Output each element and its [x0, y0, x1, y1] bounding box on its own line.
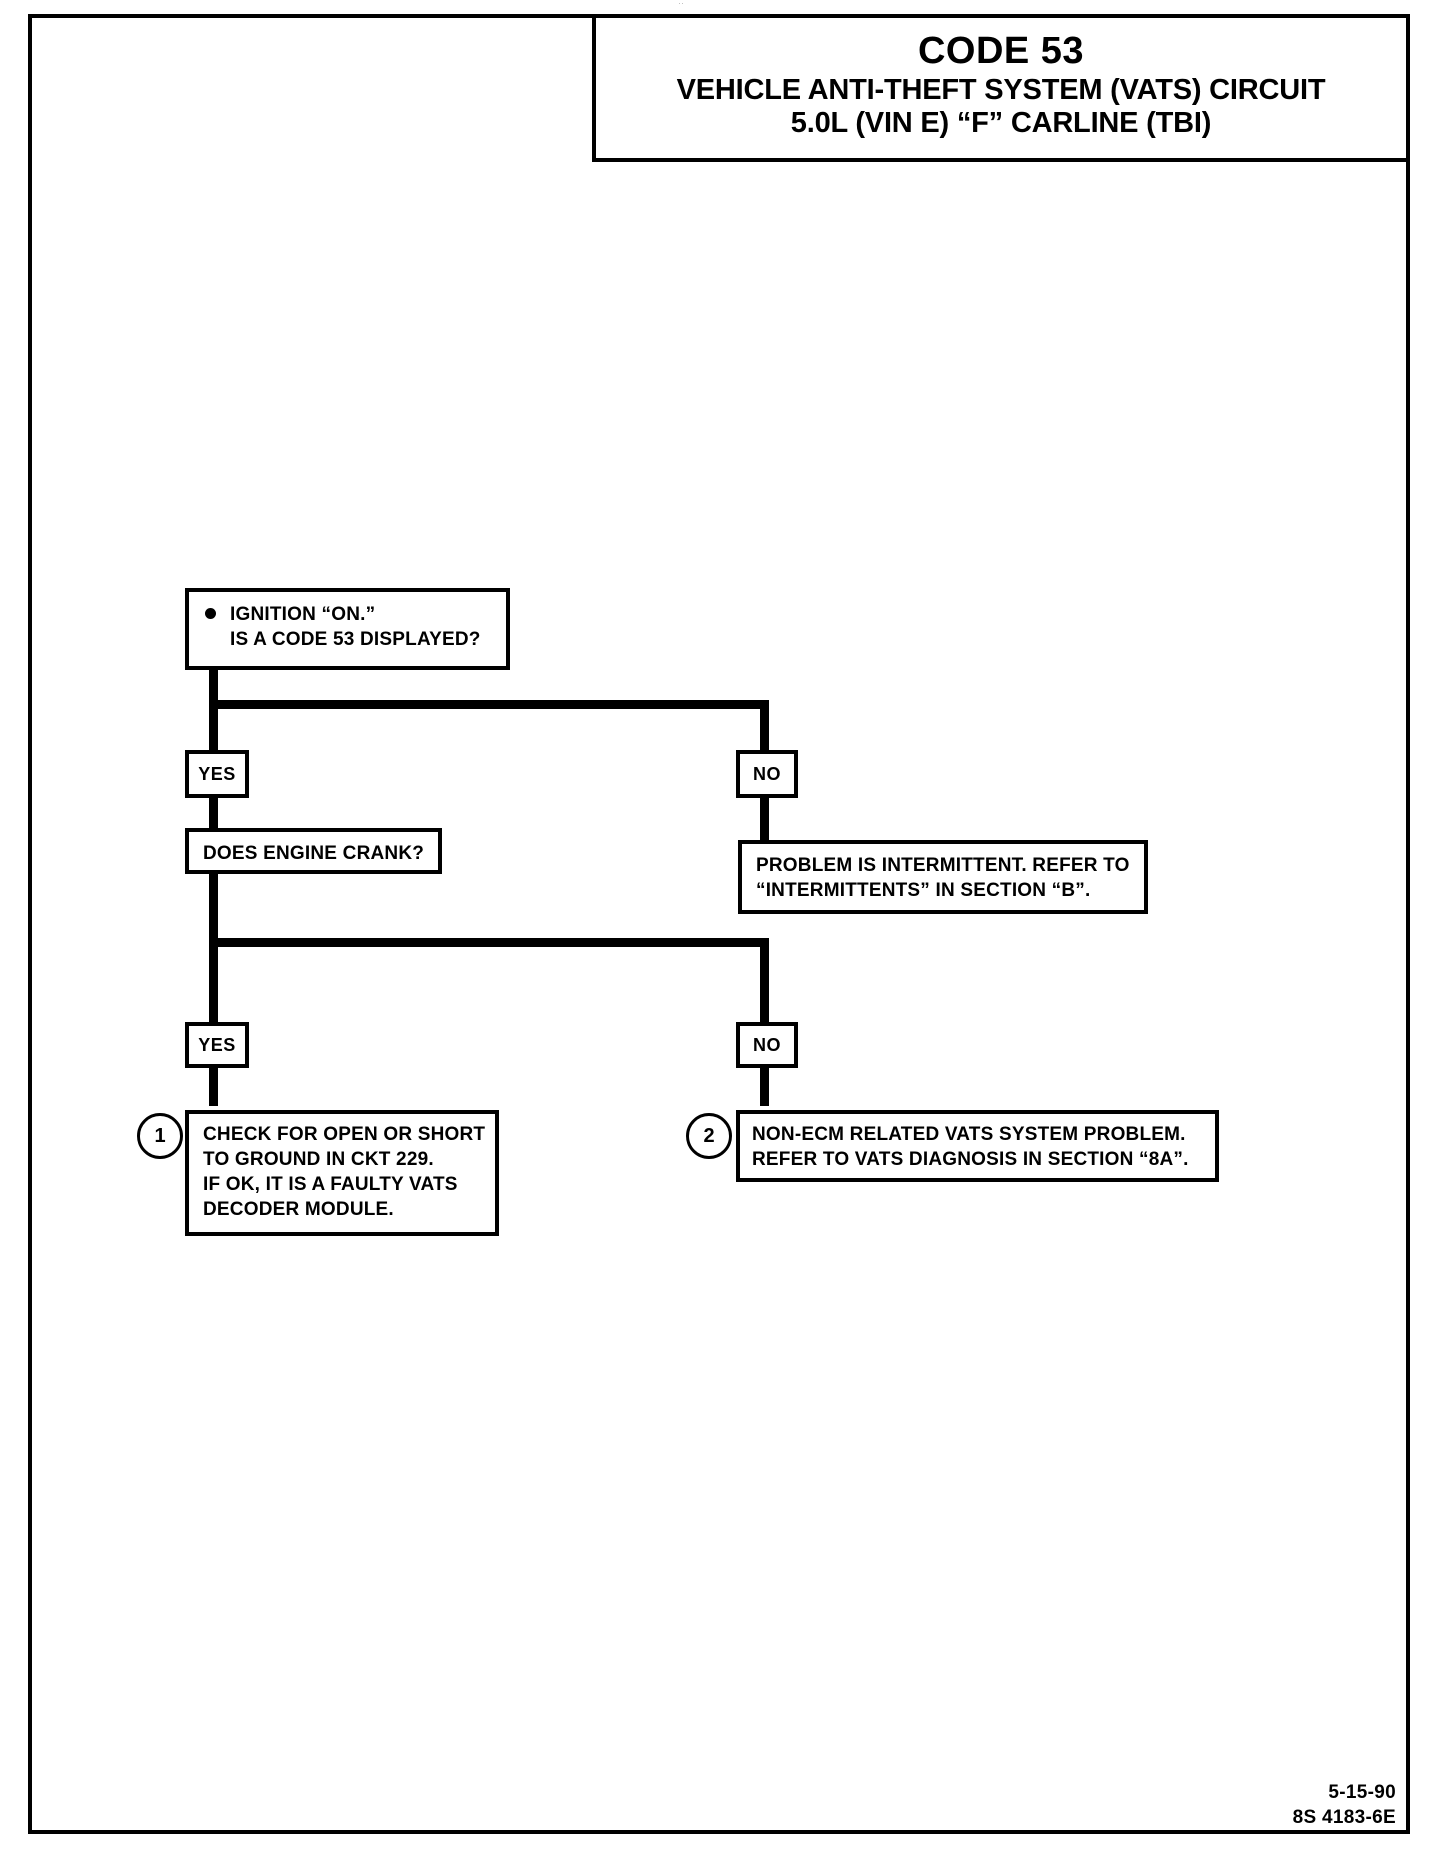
- connector-row-1-no-drop: [760, 700, 769, 752]
- node-line-text: REFER TO VATS DIAGNOSIS IN SECTION “8A”.: [752, 1149, 1189, 1170]
- node-line: DECODER MODULE.: [203, 1197, 495, 1222]
- connector-no2-to-step2: [760, 1064, 769, 1106]
- connector-bus-row-1: [209, 700, 769, 709]
- bullet-icon: [205, 607, 216, 619]
- node-check-open-or-short: CHECK FOR OPEN OR SHORT TO GROUND IN CKT…: [185, 1110, 499, 1236]
- step-number-text: 2: [703, 1124, 715, 1147]
- connector-yes1-to-crank: [209, 796, 218, 832]
- scan-artifact: ··: [678, 0, 684, 7]
- node-line: “INTERMITTENTS” IN SECTION “B”.: [756, 878, 1144, 903]
- node-line-text: DECODER MODULE.: [203, 1199, 394, 1220]
- node-does-engine-crank: DOES ENGINE CRANK?: [185, 828, 442, 874]
- node-line: IF OK, IT IS A FAULTY VATS: [203, 1172, 495, 1197]
- node-line: TO GROUND IN CKT 229.: [203, 1147, 495, 1172]
- node-ignition-code-check: IGNITION “ON.” IS A CODE 53 DISPLAYED?: [185, 588, 510, 670]
- connector-no1-to-intermittent: [760, 796, 769, 840]
- node-line: PROBLEM IS INTERMITTENT. REFER TO: [756, 853, 1144, 878]
- node-line: CHECK FOR OPEN OR SHORT: [203, 1122, 495, 1147]
- footer-document-id: 8S 4183-6E: [1292, 1807, 1396, 1828]
- connector-row-2-yes-drop: [209, 938, 218, 1028]
- branch-label-text: YES: [198, 1034, 236, 1055]
- title-block: CODE 53 VEHICLE ANTI-THEFT SYSTEM (VATS)…: [592, 18, 1406, 162]
- node-line-text: PROBLEM IS INTERMITTENT. REFER TO: [756, 855, 1130, 876]
- page-border: [28, 14, 1410, 1834]
- connector-crank-stem: [209, 872, 218, 942]
- branch-label-yes-1: YES: [185, 750, 249, 798]
- node-line-text: TO GROUND IN CKT 229.: [203, 1149, 434, 1170]
- node-line: DOES ENGINE CRANK?: [203, 841, 438, 866]
- branch-label-yes-2: YES: [185, 1022, 249, 1068]
- node-line: REFER TO VATS DIAGNOSIS IN SECTION “8A”.: [752, 1147, 1215, 1172]
- node-line-text: IS A CODE 53 DISPLAYED?: [230, 629, 481, 650]
- node-line: IS A CODE 53 DISPLAYED?: [205, 627, 506, 652]
- footer-date: 5-15-90: [1328, 1782, 1396, 1803]
- node-non-ecm-vats-problem: NON-ECM RELATED VATS SYSTEM PROBLEM. REF…: [736, 1110, 1219, 1182]
- node-line-text: IF OK, IT IS A FAULTY VATS: [203, 1174, 458, 1195]
- footer: 5-15-90 8S 4183-6E: [1293, 1780, 1396, 1830]
- branch-label-text: NO: [753, 763, 781, 784]
- page-title-code: CODE 53: [917, 30, 1085, 72]
- node-line-text: IGNITION “ON.”: [230, 604, 376, 625]
- step-number-badge-2: 2: [686, 1113, 732, 1159]
- node-line-text: CHECK FOR OPEN OR SHORT: [203, 1124, 486, 1145]
- branch-label-no-1: NO: [736, 750, 798, 798]
- node-problem-intermittent: PROBLEM IS INTERMITTENT. REFER TO “INTER…: [738, 840, 1148, 914]
- connector-bus-row-2: [209, 938, 769, 947]
- connector-yes2-to-step1: [209, 1064, 218, 1106]
- step-number-text: 1: [154, 1124, 166, 1147]
- branch-label-text: NO: [753, 1034, 781, 1055]
- node-line: NON-ECM RELATED VATS SYSTEM PROBLEM.: [752, 1122, 1215, 1147]
- connector-start-stem: [209, 668, 218, 704]
- step-number-badge-1: 1: [137, 1113, 183, 1159]
- node-line: IGNITION “ON.”: [205, 602, 506, 627]
- page-subtitle-line-1: VEHICLE ANTI-THEFT SYSTEM (VATS) CIRCUIT: [676, 74, 1326, 106]
- page-subtitle-line-2: 5.0L (VIN E) “F” CARLINE (TBI): [790, 107, 1212, 139]
- connector-row-1-yes-drop: [209, 700, 218, 752]
- node-line-text: DOES ENGINE CRANK?: [203, 843, 425, 864]
- connector-row-2-no-drop: [760, 938, 769, 1028]
- branch-label-no-2: NO: [736, 1022, 798, 1068]
- branch-label-text: YES: [198, 763, 236, 784]
- node-line-text: “INTERMITTENTS” IN SECTION “B”.: [756, 880, 1091, 901]
- node-line-text: NON-ECM RELATED VATS SYSTEM PROBLEM.: [752, 1124, 1186, 1145]
